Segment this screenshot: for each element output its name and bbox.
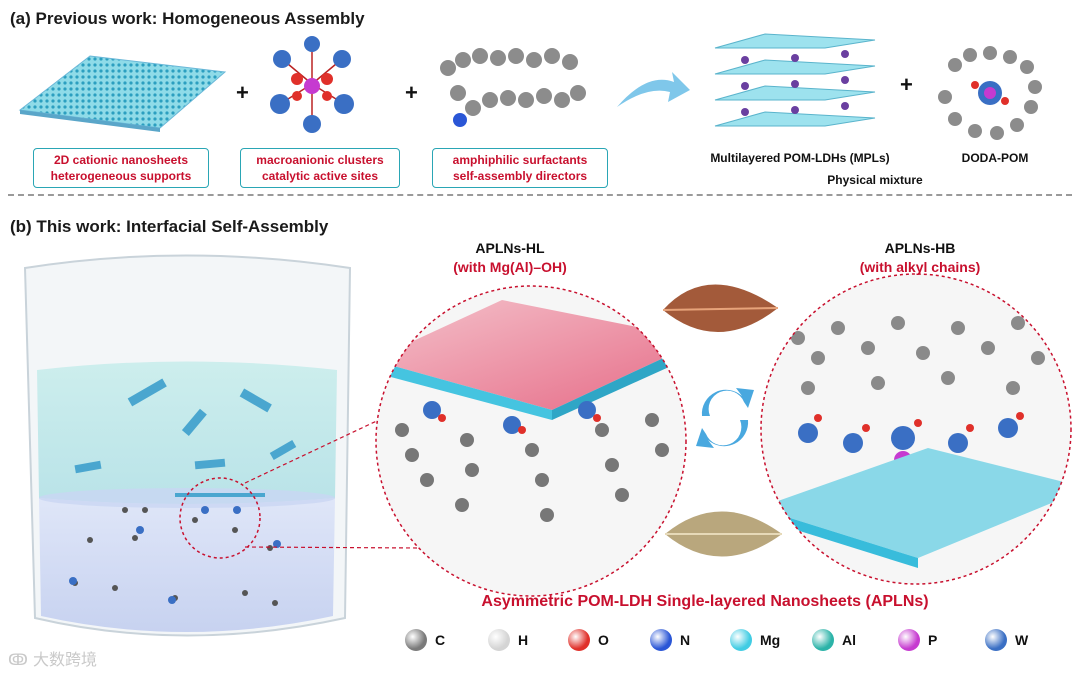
apln-hb-subtitle: (with alkyl chains) [820,259,1020,275]
apln-main-caption: Asymmetric POM-LDH Single-layered Nanosh… [415,593,995,611]
legend-ball-o-icon [568,629,590,651]
legend-ball-c-icon [405,629,427,651]
legend-label: Al [842,632,856,648]
apln-hb-circle [758,268,1074,590]
red-leaf-image [658,270,788,350]
watermark-text: 大数跨境 [33,650,97,669]
legend-ball-al-icon [812,629,834,651]
legend-ball-mg-icon [730,629,752,651]
apln-hl-title: APLNs-HL [420,240,600,256]
dry-leaf-image [660,494,790,574]
legend-ball-w-icon [985,629,1007,651]
legend-ball-p-icon [898,629,920,651]
legend-label: W [1015,632,1028,648]
watermark: ↂ 大数跨境 [8,646,97,670]
cycle-arrows-icon [690,378,760,458]
legend-label: H [518,632,528,648]
legend-item-mg: Mg [730,629,780,651]
legend-label: P [928,632,937,648]
legend-item-h: H [488,629,528,651]
legend-label: C [435,632,445,648]
legend-label: Mg [760,632,780,648]
apln-hl-subtitle: (with Mg(Al)–OH) [420,259,600,275]
legend-item-al: Al [812,629,856,651]
watermark-logo-icon: ↂ [8,650,33,669]
legend-label: O [598,632,609,648]
legend-item-n: N [650,629,690,651]
legend-item-o: O [568,629,609,651]
apln-hl-circle [372,280,690,602]
legend-item-p: P [898,629,937,651]
legend-label: N [680,632,690,648]
legend-ball-n-icon [650,629,672,651]
legend-item-c: C [405,629,445,651]
apln-hb-title: APLNs-HB [820,240,1020,256]
legend-ball-h-icon [488,629,510,651]
legend-item-w: W [985,629,1028,651]
